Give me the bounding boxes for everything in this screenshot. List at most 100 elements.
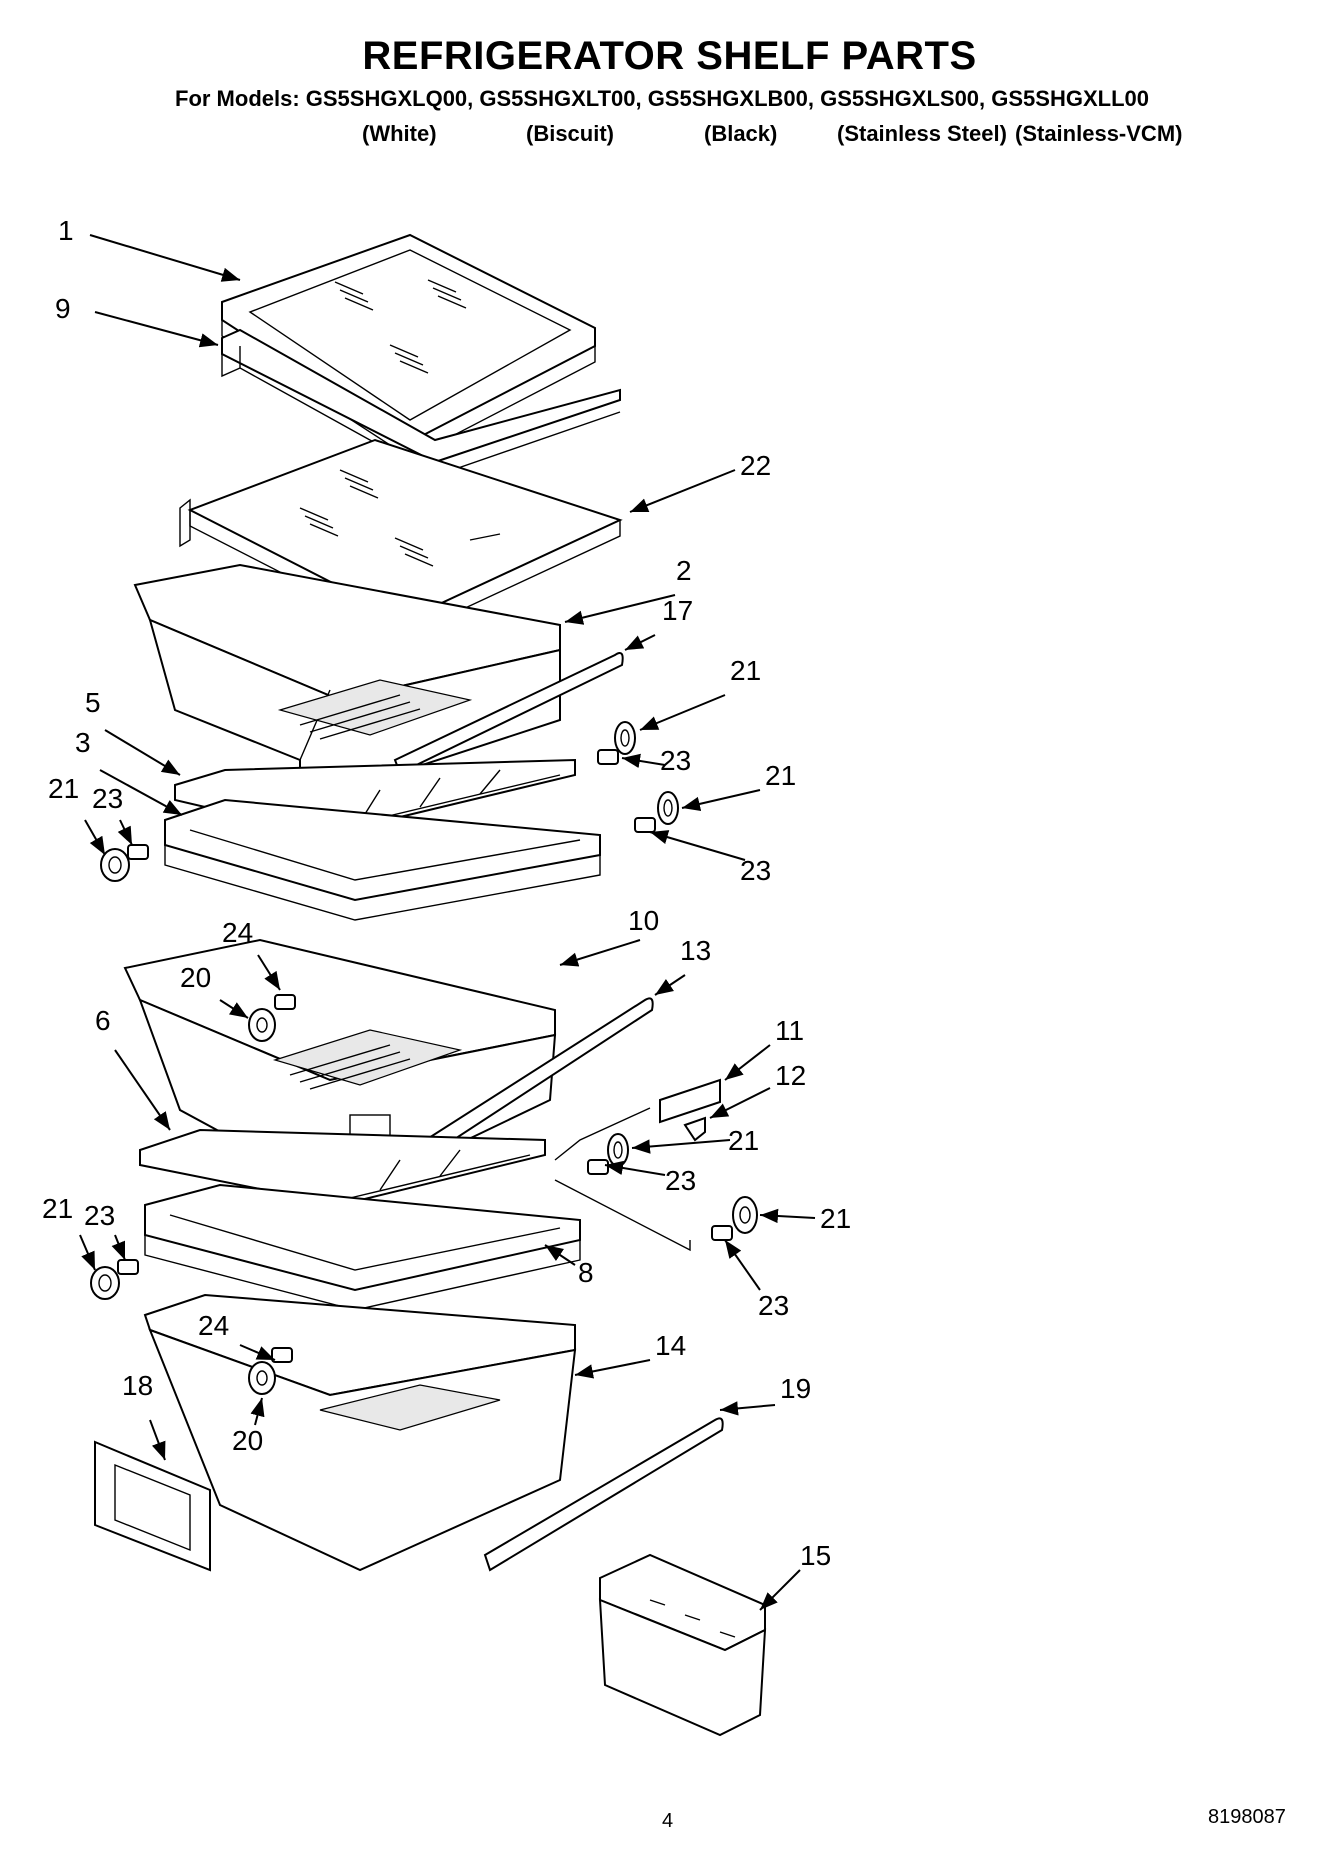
leader-3	[99, 769, 183, 816]
callout-20-b: 20	[232, 1425, 263, 1456]
leader-20-b	[250, 1397, 265, 1426]
callout-24-b: 24	[198, 1310, 229, 1341]
callout-23-d: 23	[665, 1165, 696, 1196]
shelf-frame-part-9	[221, 328, 621, 477]
knob-part-21-c	[100, 848, 130, 882]
callout-23-e: 23	[758, 1290, 789, 1321]
finish-black: (Black)	[704, 121, 778, 146]
callout-23-c: 23	[92, 783, 123, 814]
callout-21-f: 21	[42, 1193, 73, 1224]
leader-23-a	[621, 753, 666, 768]
leader-12	[709, 1087, 771, 1119]
leader-23-b	[649, 830, 746, 861]
callout-8: 8	[578, 1257, 594, 1288]
callout-1: 1	[58, 215, 74, 246]
clip-part-12	[683, 1116, 706, 1142]
leader-22	[629, 469, 736, 513]
leader-21-d	[631, 1139, 731, 1154]
callout-2: 2	[676, 555, 692, 586]
leader-6	[114, 1049, 171, 1131]
page-number: 4	[662, 1810, 674, 1832]
leader-2	[564, 594, 676, 625]
callout-10: 10	[628, 905, 659, 936]
leader-11	[724, 1044, 771, 1081]
leader-23-f	[111, 1234, 126, 1261]
handle-part-19	[483, 1417, 724, 1572]
leader-21-f	[79, 1234, 96, 1271]
callout-18: 18	[122, 1370, 153, 1401]
knob-part-20-a	[248, 1008, 276, 1042]
callout-15: 15	[800, 1540, 831, 1571]
callout-14: 14	[655, 1330, 686, 1361]
leader-15	[759, 1569, 801, 1611]
callout-12: 12	[775, 1060, 806, 1091]
knob-part-21-a	[614, 721, 636, 755]
finish-biscuit: (Biscuit)	[526, 121, 614, 146]
leader-17	[624, 634, 656, 651]
leader-14	[574, 1359, 651, 1379]
leader-19	[719, 1401, 776, 1416]
callout-20-a: 20	[180, 962, 211, 993]
knob-part-21-e	[732, 1196, 758, 1234]
callout-3: 3	[75, 727, 91, 758]
leader-13	[654, 974, 686, 996]
leader-24-b	[239, 1344, 276, 1361]
leader-lines	[79, 234, 816, 1611]
label-frame-part-18	[94, 1440, 211, 1572]
callout-24-a: 24	[222, 917, 253, 948]
leader-21-c	[84, 819, 106, 856]
screw-part-23-f	[117, 1259, 139, 1275]
callout-17: 17	[662, 595, 693, 626]
knob-part-20-b	[248, 1361, 276, 1395]
finish-stainless-steel: (Stainless Steel)	[837, 121, 1007, 146]
leader-10	[559, 939, 641, 967]
screw-part-23-e	[711, 1225, 733, 1241]
callout-19: 19	[780, 1373, 811, 1404]
leader-18	[149, 1419, 166, 1461]
leader-24-a	[257, 954, 281, 991]
leader-21-b	[681, 789, 761, 811]
knob-part-21-b	[657, 791, 679, 825]
screw-part-23-b	[634, 817, 656, 833]
door-bin-part-15	[598, 1553, 767, 1737]
leader-21-a	[639, 694, 726, 731]
handle-part-17	[393, 652, 624, 775]
callout-6: 6	[95, 1005, 111, 1036]
callout-5: 5	[85, 687, 101, 718]
leader-23-d	[604, 1160, 666, 1176]
bracket-line-upper	[554, 1107, 651, 1161]
clip-part-11	[659, 1078, 721, 1124]
callout-21-e: 21	[820, 1203, 851, 1234]
crisper-frame-part-8	[144, 1183, 581, 1311]
callout-13: 13	[680, 935, 711, 966]
handle-part-13	[408, 997, 654, 1167]
callout-labels: 1 9 22 2 17 21 23 21 23 5 3 21 23 10 13 …	[42, 215, 851, 1571]
knob-part-21-f	[90, 1266, 120, 1300]
finish-stainless-vcm: (Stainless-VCM)	[1015, 121, 1183, 146]
callout-21-c: 21	[48, 773, 79, 804]
leader-9	[94, 311, 219, 348]
knob-part-21-d	[607, 1133, 629, 1167]
crisper-frame-part-3	[164, 798, 601, 921]
screw-part-24-a	[274, 994, 296, 1010]
callout-21-a: 21	[730, 655, 761, 686]
page-title: REFRIGERATOR SHELF PARTS	[362, 34, 977, 78]
bracket-line-lower	[554, 1179, 691, 1252]
callout-11: 11	[775, 1015, 804, 1046]
leader-1	[89, 234, 241, 282]
callout-22: 22	[740, 450, 771, 481]
screw-part-23-d	[587, 1159, 609, 1175]
leader-23-c	[117, 819, 133, 846]
models-line: For Models: GS5SHGXLQ00, GS5SHGXLT00, GS…	[175, 86, 1149, 111]
finish-white: (White)	[362, 121, 437, 146]
callout-23-f: 23	[84, 1200, 115, 1231]
leader-8	[544, 1244, 576, 1266]
screw-part-23-c	[127, 844, 149, 860]
callout-23-b: 23	[740, 855, 771, 886]
document-number: 8198087	[1208, 1806, 1286, 1828]
leader-20-a	[219, 999, 249, 1019]
crisper-drawer-part-2	[133, 563, 561, 807]
callout-23-a: 23	[660, 745, 691, 776]
leader-23-e	[724, 1239, 761, 1291]
